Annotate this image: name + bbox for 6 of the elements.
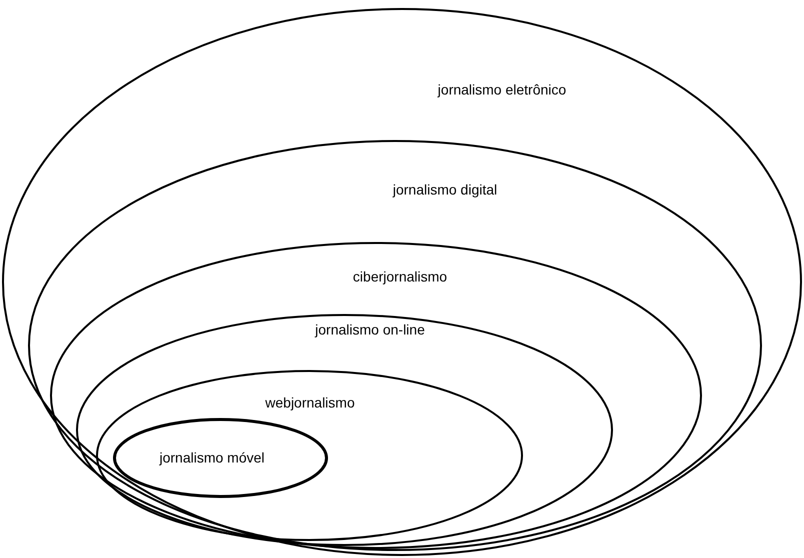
ellipse-label: jornalismo eletrônico bbox=[438, 80, 566, 100]
ellipse-label: webjornalismo bbox=[265, 394, 355, 412]
ellipse-label: jornalismo on-line bbox=[315, 320, 425, 340]
ellipse-label: ciberjornalismo bbox=[352, 268, 448, 286]
ellipse-label: jornalismo móvel bbox=[159, 448, 265, 468]
ellipse-label: jornalismo digital bbox=[392, 180, 498, 200]
